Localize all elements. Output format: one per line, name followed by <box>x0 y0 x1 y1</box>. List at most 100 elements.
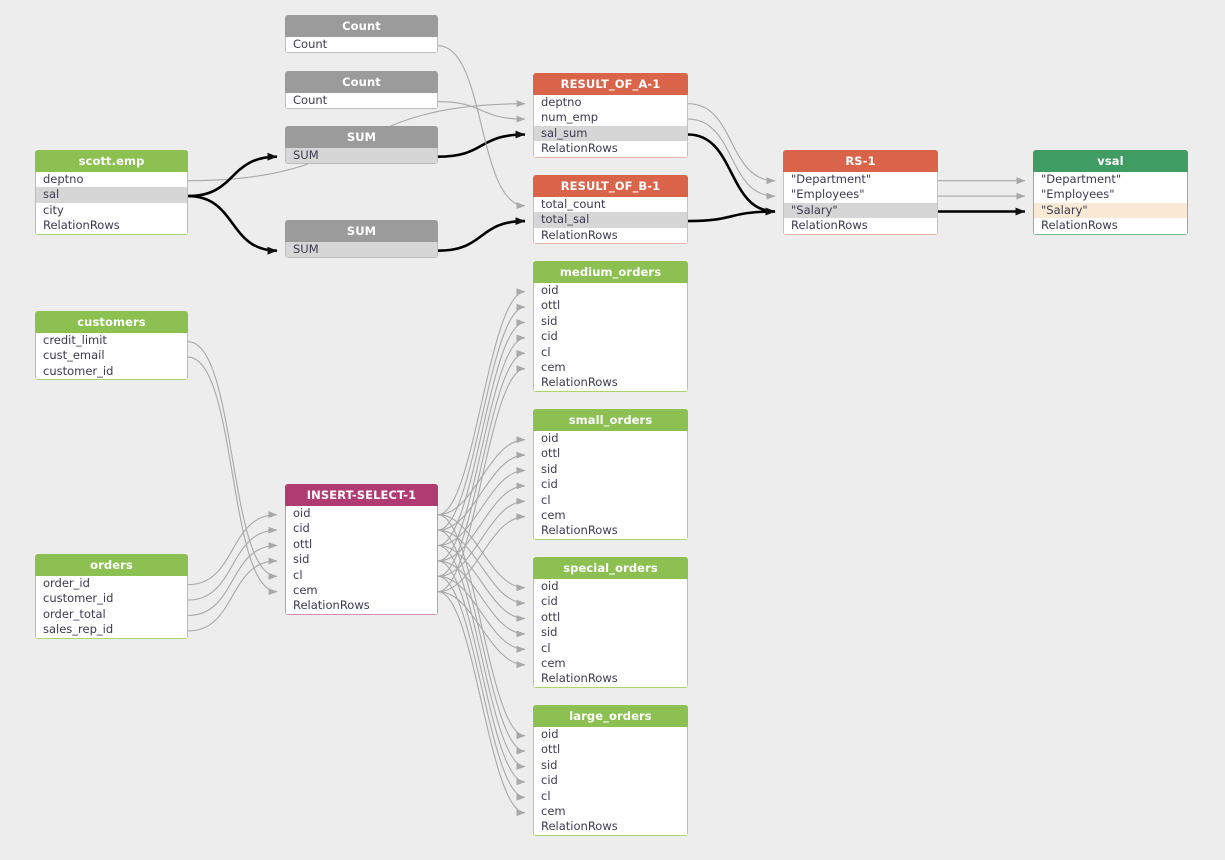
node-title-result_of_a_1: RESULT_OF_A-1 <box>533 73 688 95</box>
node-columns-sum_bottom: SUM <box>285 242 438 259</box>
column-row[interactable]: oid <box>541 727 559 741</box>
column-row[interactable]: cl <box>541 788 551 803</box>
column-row[interactable]: cl <box>541 344 551 359</box>
column-row[interactable]: num_emp <box>541 110 599 125</box>
edge <box>437 467 526 547</box>
column-row[interactable]: cid <box>541 594 558 609</box>
column-row[interactable]: cem <box>541 359 566 374</box>
column-row[interactable]: order_id <box>43 576 90 590</box>
column-row[interactable]: "Employees" <box>1041 187 1115 202</box>
column-row[interactable]: cid <box>541 329 558 344</box>
column-row[interactable]: "Department" <box>791 172 872 186</box>
column-row[interactable]: "Department" <box>1041 172 1122 186</box>
column-row[interactable]: ottl <box>541 298 561 313</box>
column-row[interactable]: cl <box>541 640 551 655</box>
column-row[interactable]: sal <box>36 187 187 203</box>
node-rs_1[interactable]: RS-1"Department""Employees""Salary"Relat… <box>783 150 938 235</box>
column-row[interactable]: SUM <box>286 242 437 258</box>
column-row[interactable]: deptno <box>43 172 84 186</box>
column-row[interactable]: RelationRows <box>293 598 370 613</box>
column-row[interactable]: cid <box>541 477 558 492</box>
column-row[interactable]: cem <box>541 507 566 522</box>
column-row[interactable]: total_sal <box>534 212 687 228</box>
column-row[interactable]: "Salary" <box>784 202 937 219</box>
column-row[interactable]: "Employees" <box>791 187 865 202</box>
column-row[interactable]: sid <box>293 552 310 567</box>
column-row[interactable]: cem <box>541 655 566 670</box>
column-row[interactable]: oid <box>293 506 311 520</box>
column-row[interactable]: RelationRows <box>541 375 618 390</box>
column-row[interactable]: RelationRows <box>541 523 618 538</box>
column-row[interactable]: RelationRows <box>541 671 618 686</box>
column-row[interactable]: customer_id <box>43 591 114 606</box>
column-row[interactable]: oid <box>541 431 559 445</box>
column-row[interactable]: Count <box>286 37 437 53</box>
column-row[interactable]: cid <box>293 521 310 536</box>
node-columns-vsal: "Department""Employees""Salary"RelationR… <box>1033 172 1188 235</box>
column-row[interactable]: RelationRows <box>43 218 120 233</box>
edge <box>437 101 526 123</box>
column-row[interactable]: RelationRows <box>1041 218 1118 233</box>
column-row[interactable]: ottl <box>541 609 561 624</box>
column-row[interactable]: sid <box>541 313 558 328</box>
column-row[interactable]: RelationRows <box>541 819 618 834</box>
column-row[interactable]: total_count <box>541 197 606 211</box>
column-row[interactable]: sid <box>541 625 558 640</box>
column-row[interactable]: cust_email <box>43 348 105 363</box>
node-title-sum_top: SUM <box>285 126 438 148</box>
node-vsal[interactable]: vsal"Department""Employees""Salary"Relat… <box>1033 150 1188 235</box>
edge <box>187 341 278 580</box>
column-row[interactable]: deptno <box>541 95 582 109</box>
column-row[interactable]: RelationRows <box>791 218 868 233</box>
column-row[interactable]: customer_id <box>43 363 114 378</box>
column-row[interactable]: Count <box>286 93 437 109</box>
column-row[interactable]: ottl <box>541 742 561 757</box>
column-row[interactable]: ottl <box>541 446 561 461</box>
column-row[interactable]: city <box>43 202 64 217</box>
column-row[interactable]: sid <box>541 461 558 476</box>
column-row[interactable]: sid <box>541 757 558 772</box>
edge <box>187 511 278 586</box>
column-row[interactable]: SUM <box>286 148 437 164</box>
node-title-vsal: vsal <box>1033 150 1188 172</box>
column-row[interactable]: RelationRows <box>541 227 618 242</box>
column-row[interactable]: sal_sum <box>534 125 687 142</box>
edge <box>437 529 526 755</box>
column-row[interactable]: cl <box>541 492 551 507</box>
node-columns-count_top: Count <box>285 37 438 54</box>
column-row[interactable]: cem <box>293 582 318 597</box>
column-row[interactable]: "Salary" <box>1034 202 1187 219</box>
column-row[interactable]: oid <box>541 579 559 593</box>
column-row[interactable]: cem <box>541 803 566 818</box>
node-columns-rs_1: "Department""Employees""Salary"RelationR… <box>783 172 938 235</box>
node-title-sum_bottom: SUM <box>285 220 438 242</box>
column-row[interactable]: sales_rep_id <box>43 622 114 637</box>
column-row[interactable]: RelationRows <box>541 141 618 156</box>
column-row[interactable]: oid <box>541 283 559 297</box>
column-row[interactable]: cl <box>293 567 303 582</box>
edge <box>437 303 526 531</box>
column-row[interactable]: ottl <box>293 536 313 551</box>
column-row[interactable]: order_total <box>43 606 106 621</box>
column-row[interactable]: cid <box>541 773 558 788</box>
column-row[interactable]: credit_limit <box>43 333 107 347</box>
edge <box>437 513 526 593</box>
edge <box>437 319 526 547</box>
